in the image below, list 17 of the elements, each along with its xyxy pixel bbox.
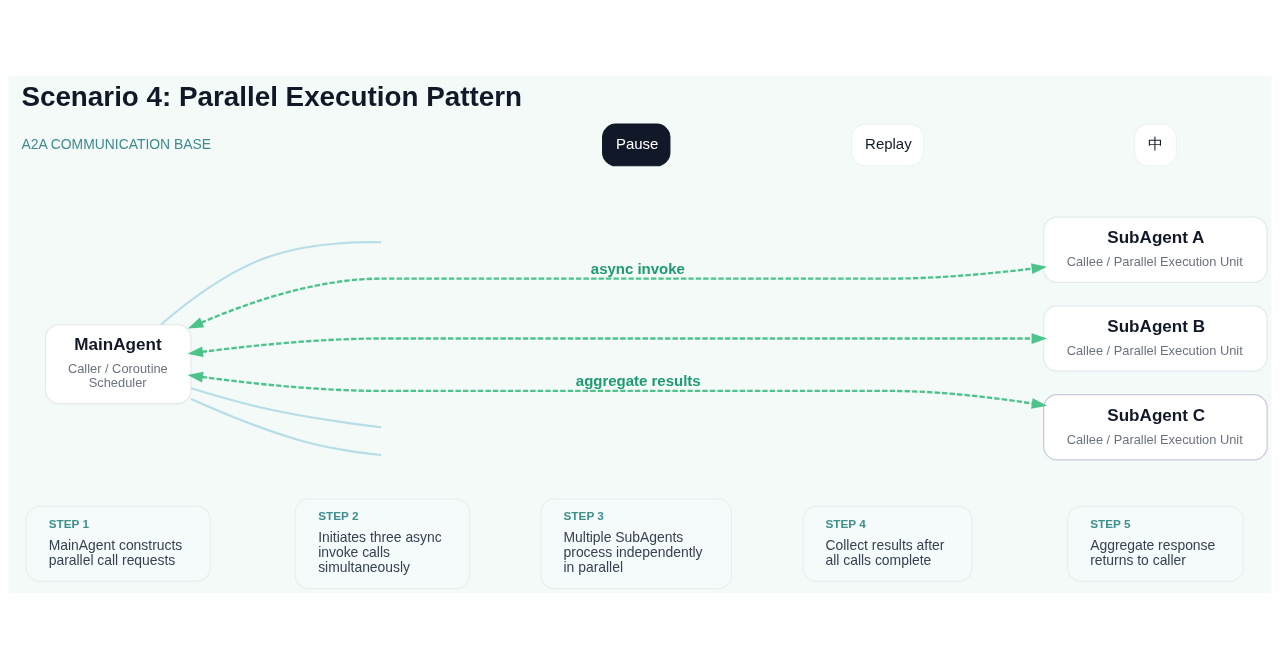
connector	[190, 386, 382, 428]
label: A2A COMMUNICATION BASE	[21, 135, 212, 152]
node-box: MainAgent Caller / Coroutine Scheduler	[44, 323, 192, 404]
arrow	[187, 332, 1047, 357]
connector	[160, 240, 382, 325]
arrow	[187, 371, 1048, 409]
node-box: SubAgent B Callee / Parallel Execution Unit	[1043, 304, 1268, 372]
connector	[190, 397, 382, 456]
diagram-title: Scenario 4: Parallel Execution Pattern	[21, 80, 522, 112]
label: Pause	[615, 134, 659, 152]
label: 中	[1147, 134, 1163, 152]
node-box: SubAgent C Callee / Parallel Execution Unit	[1043, 393, 1268, 460]
label: Replay	[865, 134, 912, 152]
arrow	[187, 262, 1047, 329]
edge-label: async invoke	[590, 259, 685, 276]
edge-label: aggregate results	[575, 371, 701, 389]
node-box: SubAgent A Callee / Parallel Execution Unit	[1043, 216, 1268, 283]
